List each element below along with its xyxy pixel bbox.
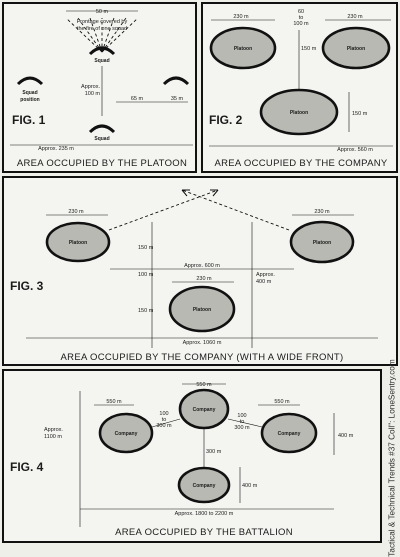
dim-150m-top-label: 150 m: [138, 245, 154, 251]
side-credit: Tactical & Technical Trends #37 Coll": L…: [384, 359, 400, 556]
total-label: Approx. 1060 m: [183, 340, 222, 346]
platoon-left-label: Platoon: [69, 240, 87, 246]
company-right-label: Company: [278, 431, 301, 437]
total-label: Approx. 1800 to 2200 m: [175, 511, 234, 517]
arrow-right-to-left: [181, 189, 290, 231]
company-left-label: Company: [115, 431, 138, 437]
platoon-left-label: Platoon: [234, 46, 252, 52]
platoon-right-label: Platoon: [313, 240, 331, 246]
platoon-right: [321, 26, 391, 70]
figure-2-company: 230 m 60 to 100 m 230 m Platoon Platoon …: [201, 2, 398, 173]
dim-100-300-left-line3: 300 m: [156, 423, 172, 429]
company-top-label: Company: [193, 407, 216, 413]
frontage-note-line1: Frontage covered by: [77, 19, 128, 25]
squad-position-line2: position: [20, 97, 39, 103]
company-top: [178, 388, 230, 430]
total-label: Approx. 560 m: [337, 147, 373, 153]
platoon-right-label: Platoon: [347, 46, 365, 52]
total-label: Approx. 235 m: [38, 146, 74, 152]
squad-position-line1: Squad: [22, 90, 37, 96]
figure-caption: AREA OCCUPIED BY THE COMPANY (WITH A WID…: [61, 352, 344, 363]
dim-50m-label: 50 m: [96, 9, 109, 15]
dim-approx-600m-label: Approx. 600 m: [184, 263, 220, 269]
platoon-bottom: [259, 88, 339, 136]
dim-230m-right-label: 230 m: [347, 14, 363, 20]
squad-bottom-label: Squad: [94, 136, 109, 142]
dim-100-300-right-line3: 300 m: [234, 425, 250, 431]
dim-230m-left-label: 230 m: [233, 14, 249, 20]
dim-60-label: 60: [298, 9, 304, 15]
frontage-note-line2: the fire of one squad: [77, 26, 127, 32]
dim-100-300-left: [151, 418, 181, 428]
squad-top-label: Squad: [94, 58, 109, 64]
platoon-left: [45, 221, 111, 263]
figure-caption: AREA OCCUPIED BY THE COMPANY: [214, 158, 387, 169]
figure-1-platoon: 50 m Frontage covered by the fire of one…: [2, 2, 197, 173]
figure-4-battalion: 550 m Company 550 m 550 m Approx. 1100 m…: [2, 369, 382, 543]
figure-label: FIG. 2: [209, 113, 243, 127]
dim-150m-bottom-label: 150 m: [138, 308, 154, 314]
company-bottom: [177, 466, 231, 504]
squad-right-icon: [162, 76, 190, 86]
dim-300m-label: 300 m: [206, 449, 222, 455]
dim-400m-bottom-label: 400 m: [242, 483, 258, 489]
platoon-right: [289, 220, 355, 264]
figure-4-diagram: 550 m Company 550 m 550 m Approx. 1100 m…: [10, 382, 354, 538]
dim-400m-right-label: 400 m: [338, 433, 354, 439]
approx-400-line1: Approx.: [256, 272, 275, 278]
figure-2-diagram: 230 m 60 to 100 m 230 m Platoon Platoon …: [209, 9, 393, 169]
dim-230m-right-label: 230 m: [314, 209, 330, 215]
figure-caption: AREA OCCUPIED BY THE BATTALION: [115, 527, 293, 538]
dim-230m-bottom-label: 230 m: [196, 276, 212, 282]
squad-bottom-icon: [88, 124, 116, 134]
dim-150m-mid-label: 150 m: [301, 46, 317, 52]
dim-150m-right-label: 150 m: [352, 111, 368, 117]
approx-1100-line1: Approx.: [44, 427, 63, 433]
squad-top-icon: [88, 46, 116, 56]
dim-to-label: to: [299, 15, 304, 21]
dim-100m-label: 100 m: [293, 21, 309, 27]
platoon-bottom-label: Platoon: [290, 110, 308, 116]
figure-label: FIG. 1: [12, 113, 46, 127]
company-left: [98, 412, 154, 454]
figure-1-diagram: 50 m Frontage covered by the fire of one…: [10, 9, 193, 169]
figure-label: FIG. 3: [10, 279, 44, 293]
arrow-left-to-right: [108, 189, 219, 231]
dim-550m-left-label: 550 m: [106, 399, 122, 405]
approx-400-line2: 400 m: [256, 279, 272, 285]
dim-100-300-right: [227, 418, 263, 428]
arrowhead-right: [210, 189, 219, 197]
fire-fan: [65, 17, 139, 53]
figure-3-diagram: 230 m 230 m Platoon Platoon 150 m 100 m …: [10, 189, 378, 363]
dim-100-300-left-line2: to: [162, 417, 167, 423]
figure-label: FIG. 4: [10, 460, 44, 474]
dim-100-300-right-line2: to: [240, 419, 245, 425]
company-bottom-label: Company: [193, 483, 216, 489]
approx-100-line2: 100 m: [85, 91, 101, 97]
dim-100m-label: 100 m: [138, 272, 154, 278]
dim-550m-right-label: 550 m: [274, 399, 290, 405]
figure-caption: AREA OCCUPIED BY THE PLATOON: [17, 158, 187, 169]
arrowhead-left: [181, 189, 190, 197]
squad-left-icon: [16, 76, 44, 86]
dim-100-300-left-line1: 100: [159, 411, 168, 417]
approx-1100-line2: 1100 m: [44, 434, 62, 440]
figure-3-company-wide-front: 230 m 230 m Platoon Platoon 150 m 100 m …: [2, 176, 398, 366]
platoon-bottom: [168, 285, 236, 333]
dim-550m-top-label: 550 m: [196, 382, 212, 388]
platoon-bottom-label: Platoon: [193, 307, 211, 313]
dim-230m-left-label: 230 m: [68, 209, 84, 215]
approx-100-line1: Approx.: [81, 84, 100, 90]
company-right: [260, 412, 318, 454]
side-credit-text: Tactical & Technical Trends #37 Coll": L…: [387, 359, 397, 557]
dim-35m-label: 35 m: [171, 96, 184, 102]
dim-100-300-right-line1: 100: [237, 413, 246, 419]
dim-65m-label: 65 m: [131, 96, 144, 102]
platoon-left: [209, 26, 277, 70]
